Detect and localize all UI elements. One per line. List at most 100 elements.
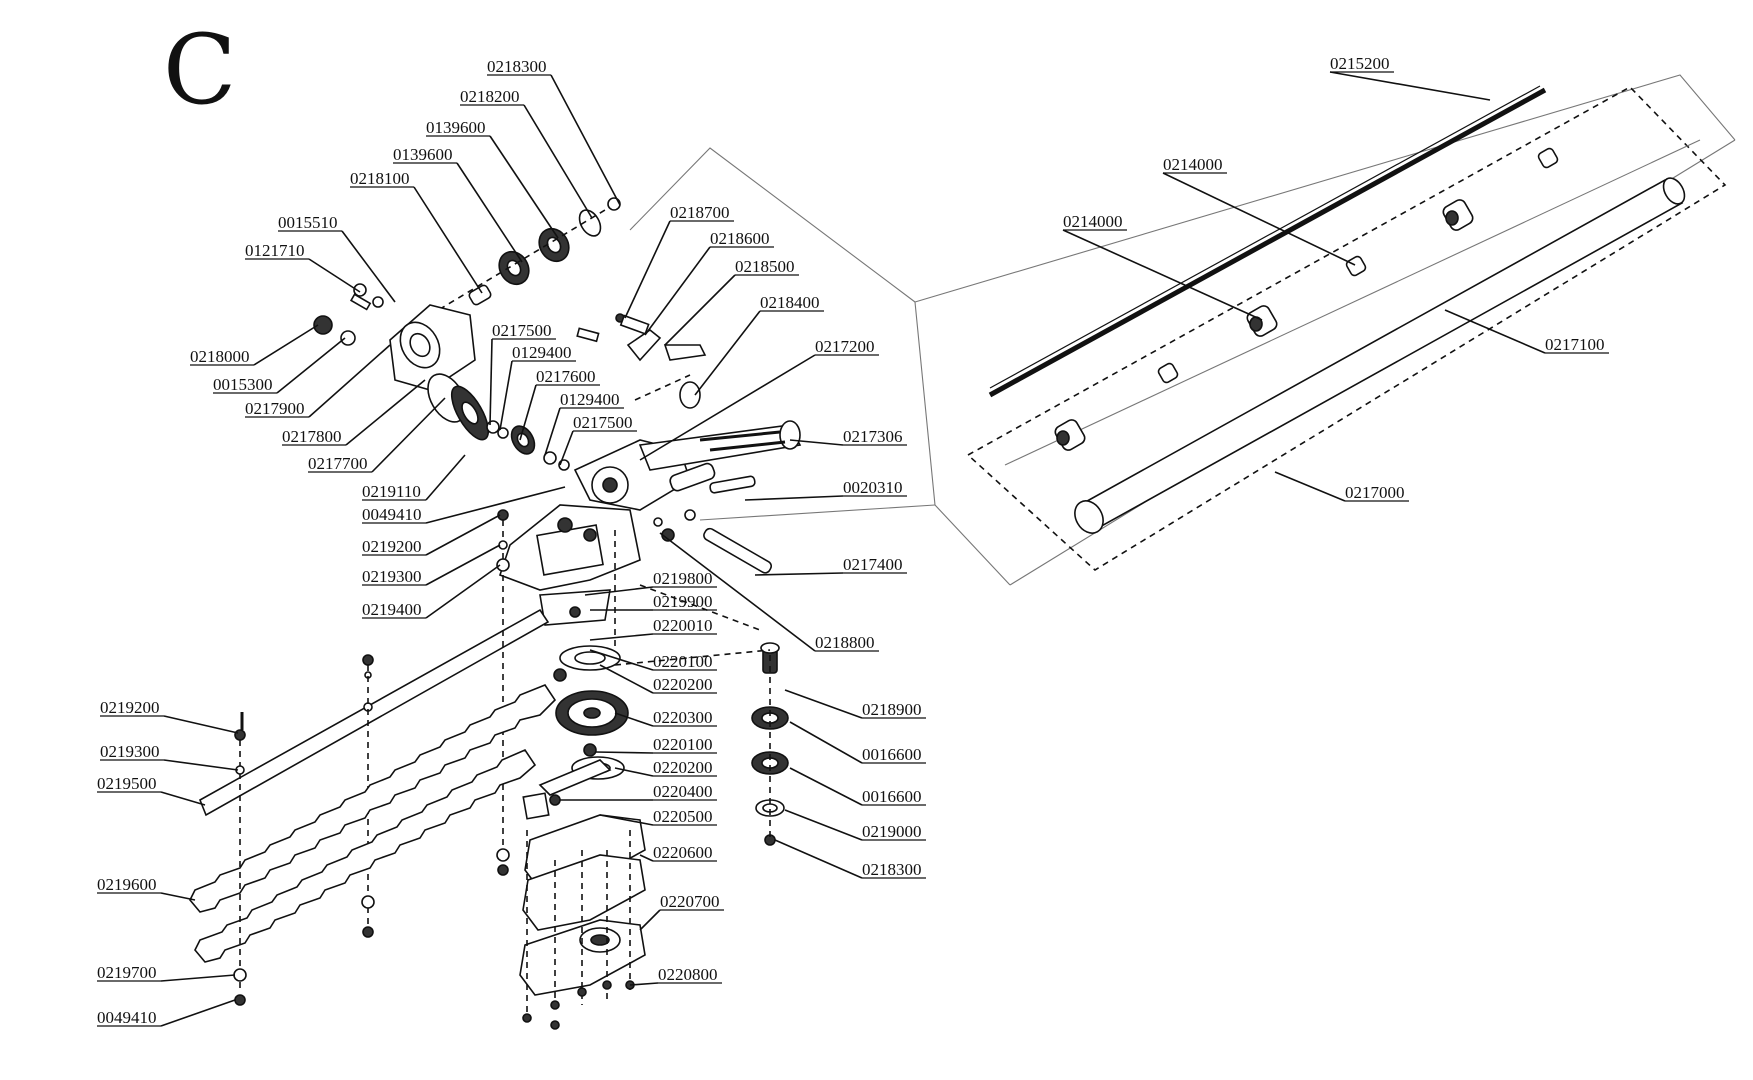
part-label: 0217900 <box>245 399 305 418</box>
section-letter: C <box>163 14 236 126</box>
leader-lines <box>97 71 1609 1027</box>
gearbox-body <box>498 504 641 665</box>
part-label: 0220600 <box>653 843 713 862</box>
leader-line <box>694 310 761 396</box>
hedge-blades <box>189 684 557 1006</box>
leader-line <box>639 854 654 862</box>
leader-line <box>413 186 483 294</box>
leader-line <box>1329 71 1491 101</box>
part-label: 0219500 <box>97 774 157 793</box>
part-label: 0219800 <box>653 569 713 588</box>
leader-line <box>629 982 659 986</box>
part-label: 0217306 <box>843 427 903 446</box>
part-label: 0016600 <box>862 787 922 806</box>
part-label: 0218400 <box>760 293 820 312</box>
part-label: 0218200 <box>460 87 520 106</box>
leader-line <box>599 814 654 826</box>
right-bearing-stack <box>614 584 789 846</box>
part-label: 0218100 <box>350 169 410 188</box>
part-label: 0218800 <box>815 633 875 652</box>
part-label: 0049410 <box>362 505 422 524</box>
part-label: 0139600 <box>393 145 453 164</box>
leader-line <box>584 586 654 596</box>
cover-plates <box>519 814 646 1030</box>
leader-line <box>160 974 236 982</box>
leader-line <box>659 532 816 652</box>
input-housing <box>313 283 476 391</box>
leader-line <box>644 246 711 336</box>
leader-line <box>789 721 863 764</box>
part-label: 0219300 <box>100 742 160 761</box>
leader-line <box>754 572 844 576</box>
part-label: 0217500 <box>573 413 633 432</box>
leader-line <box>624 220 671 319</box>
leader-line <box>456 162 523 263</box>
part-label: 0220800 <box>658 965 718 984</box>
leader-line <box>774 839 863 879</box>
part-label: 0220300 <box>653 708 713 727</box>
part-label: 0218300 <box>487 57 547 76</box>
leader-line <box>519 384 537 441</box>
part-label: 0219900 <box>653 592 713 611</box>
leader-line <box>160 999 236 1027</box>
leader-line <box>789 439 844 446</box>
part-label: 0218500 <box>735 257 795 276</box>
part-label: 0015300 <box>213 375 273 394</box>
leader-line <box>559 430 574 466</box>
part-label: 0218700 <box>670 203 730 222</box>
leader-line <box>163 759 239 771</box>
leader-line <box>425 454 466 501</box>
part-label: 0218900 <box>862 700 922 719</box>
part-label: 0217600 <box>536 367 596 386</box>
shaft-tube-assembly <box>914 74 1736 586</box>
leader-line <box>544 407 561 456</box>
part-label: 0020310 <box>843 478 903 497</box>
part-label: 0217400 <box>843 555 903 574</box>
leader-line <box>599 664 654 694</box>
leader-line <box>639 354 816 461</box>
part-label: 0217200 <box>815 337 875 356</box>
part-number-labels: 0218300 0218200 0139600 0139600 0218100 … <box>97 54 1605 1027</box>
part-label: 0219000 <box>862 822 922 841</box>
leader-line <box>160 791 206 806</box>
leader-line <box>589 649 654 671</box>
part-label: 0214000 <box>1163 155 1223 174</box>
leader-line <box>253 324 319 366</box>
leader-line <box>1162 172 1356 266</box>
leader-line <box>664 274 736 346</box>
leader-line <box>594 751 654 754</box>
leader-line <box>425 564 501 619</box>
part-label: 0220200 <box>653 758 713 777</box>
leader-line <box>489 135 559 239</box>
part-label: 0220100 <box>653 735 713 754</box>
leader-line <box>639 909 661 931</box>
leader-line <box>550 74 621 206</box>
leader-line <box>425 544 501 586</box>
part-label: 0139600 <box>426 118 486 137</box>
leader-line <box>276 337 346 394</box>
part-label: 0218000 <box>190 347 250 366</box>
leader-line <box>160 892 196 901</box>
part-label: 0220200 <box>653 675 713 694</box>
gearbox-blade-assembly <box>189 147 936 1030</box>
part-label: 0215200 <box>1330 54 1390 73</box>
leader-line <box>789 767 863 806</box>
lever-parts <box>576 313 707 409</box>
part-label: 0220500 <box>653 807 713 826</box>
leader-line <box>1062 229 1263 321</box>
leader-line <box>589 633 654 641</box>
leader-line <box>614 712 654 727</box>
leader-line <box>345 379 426 446</box>
leader-line <box>341 230 396 303</box>
part-label: 0220010 <box>653 616 713 635</box>
leader-line <box>744 495 844 501</box>
part-label: 0219200 <box>100 698 160 717</box>
part-label: 0129400 <box>560 390 620 409</box>
part-label: 0049410 <box>97 1008 157 1027</box>
part-label: 0217100 <box>1545 335 1605 354</box>
leader-line <box>784 809 863 841</box>
part-label: 0219200 <box>362 537 422 556</box>
part-label: 0219110 <box>362 482 421 501</box>
leader-line <box>784 689 863 719</box>
part-label: 0219600 <box>97 875 157 894</box>
